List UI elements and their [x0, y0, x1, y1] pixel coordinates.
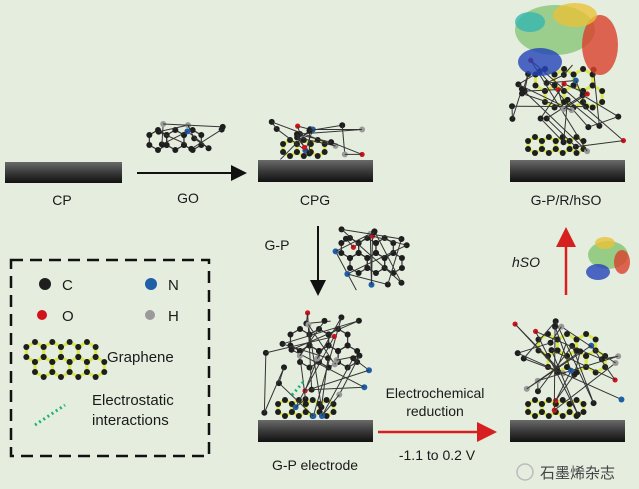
label-reduction-2: reduction [406, 403, 464, 419]
legend-n: N [168, 277, 179, 294]
legend-electrostatic-2: interactions [92, 412, 169, 429]
legend-c: C [62, 277, 73, 294]
carbon-dot-icon [39, 278, 51, 290]
watermark-text: 石墨烯杂志 [540, 465, 615, 482]
cpg-electrode [258, 160, 373, 182]
gp-electrode-layer [261, 310, 373, 420]
legend-h: H [168, 308, 179, 325]
gp-molecule [332, 226, 410, 291]
label-potential: -1.1 to 0.2 V [399, 447, 476, 463]
label-hso: hSO [512, 254, 540, 270]
oxygen-dot-icon [37, 310, 47, 320]
protein-hso-top [515, 3, 618, 76]
label-cp: CP [52, 192, 71, 208]
label-gp-electrode: G-P electrode [272, 457, 358, 473]
graphene-icon [23, 339, 108, 380]
watermark: 石墨烯杂志 [516, 463, 615, 482]
hydrogen-dot-icon [145, 310, 155, 320]
cp-electrode [5, 162, 122, 183]
label-reduction-1: Electrochemical [386, 385, 485, 401]
electrostatic-line-icon [34, 403, 66, 427]
legend-graphene: Graphene [107, 349, 174, 366]
reduced-layer [512, 318, 625, 419]
protein-hso-small [586, 237, 630, 280]
label-cpg: CPG [300, 192, 330, 208]
legend-electrostatic-1: Electrostatic [92, 392, 174, 409]
label-gp: G-P [265, 237, 290, 253]
final-electrode [510, 160, 625, 182]
gp-electrode [258, 420, 373, 442]
reduced-electrode [510, 420, 625, 442]
cpg-coating [268, 118, 366, 160]
label-go: GO [177, 190, 199, 206]
nitrogen-dot-icon [145, 278, 157, 290]
legend: C N O H Graphene Electrostatic interacti… [9, 258, 211, 458]
go-molecule [146, 121, 226, 153]
label-final: G-P/R/hSO [531, 192, 602, 208]
legend-o: O [62, 308, 74, 325]
